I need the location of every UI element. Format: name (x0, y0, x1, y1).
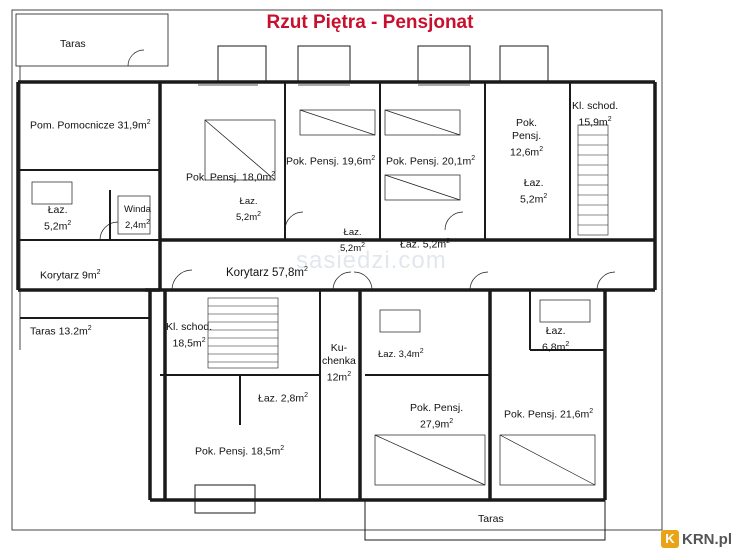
room-lazienka-f: Łaz. 3,4m2 (378, 348, 424, 361)
room-pok-12-6: Pok.Pensj.12,6m2 (510, 117, 544, 159)
room-kl-schod-b: Kl. schod.18,5m2 (166, 321, 213, 350)
room-korytarz-9: Korytarz 9m2 (40, 269, 101, 282)
room-korytarz-57: Korytarz 57,8m2 (226, 266, 308, 279)
watermark: sasiedzi.com (296, 247, 447, 274)
room-lazienka-d: Łaz. 5,2m2 (400, 238, 451, 251)
room-lazienka-b: Łaz.5,2m2 (236, 196, 262, 224)
krn-logo: K KRN.pl (661, 528, 732, 550)
room-taras-bottom: Taras (478, 513, 504, 525)
room-pok-18-0: Pok. Pensj. 18,0m2 (186, 171, 276, 184)
terrace-top (15, 13, 169, 67)
room-pok-20-1: Pok. Pensj. 20,1m2 (386, 155, 476, 168)
plan-title: Rzut Piętra - Pensjonat (266, 12, 474, 33)
room-pok-18-5: Pok. Pensj. 18,5m2 (195, 445, 285, 458)
room-pok-27-9: Pok. Pensj.27,9m2 (410, 402, 464, 431)
terrace-bottom (364, 499, 606, 541)
room-lazienka-h: Łaz. 2,8m2 (258, 392, 309, 405)
room-lazienka-a: Łaz.5,2m2 (44, 204, 72, 233)
room-pom-pomocnicze: Pom. Pomocnicze 31,9m2 (30, 119, 151, 132)
room-lazienka-c: Łaz.5,2m2 (340, 227, 366, 255)
room-taras-13: Taras 13.2m2 (30, 325, 92, 338)
logo-text: KRN.pl (682, 530, 732, 548)
room-taras-top: Taras (60, 38, 86, 50)
room-kl-schod-a: Kl. schod.15,9m2 (572, 100, 619, 129)
logo-mark-icon: K (661, 530, 679, 548)
room-pok-19-6: Pok. Pensj. 19,6m2 (286, 155, 376, 168)
room-lazienka-g: Łaz.6,8m2 (542, 325, 570, 354)
building-outline (11, 9, 663, 531)
room-pok-21-6: Pok. Pensj. 21,6m2 (504, 408, 594, 421)
room-lazienka-e: Łaz.5,2m2 (520, 177, 548, 206)
